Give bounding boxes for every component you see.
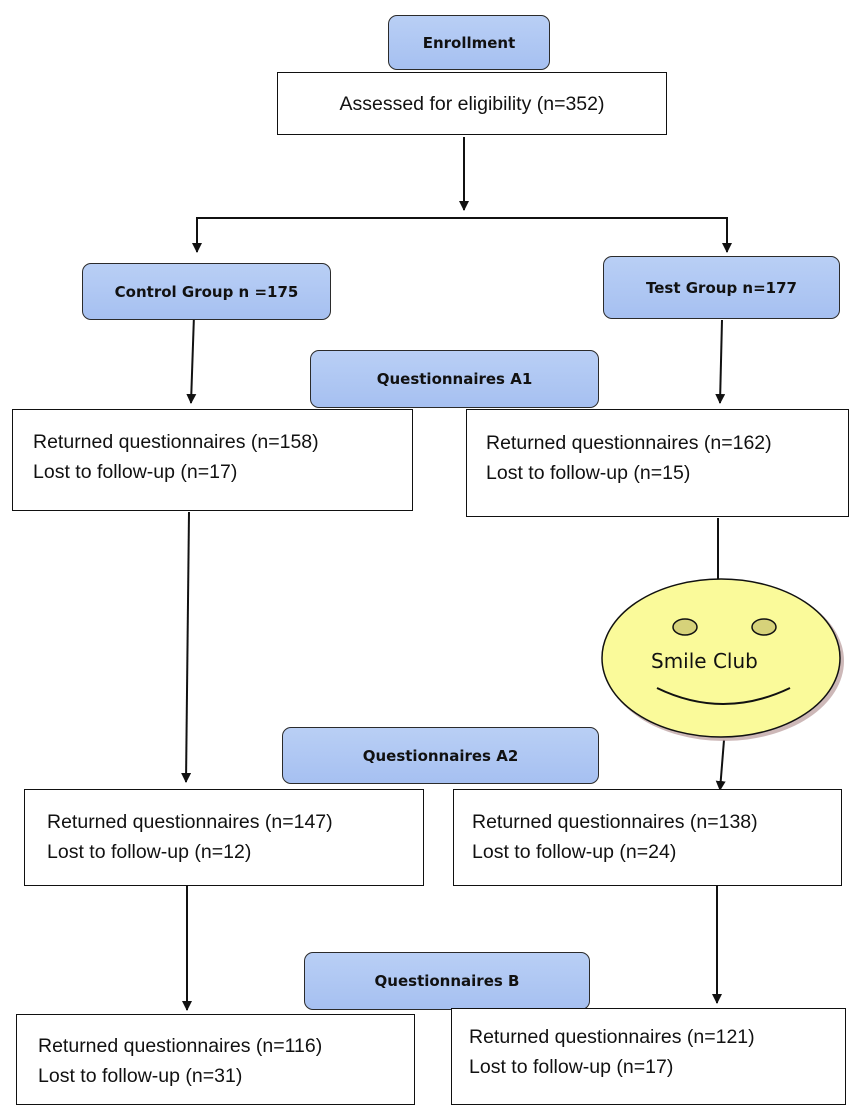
- arrow-test-a1: [715, 319, 726, 404]
- arrow-control-a2: [181, 511, 192, 783]
- left-eye-icon: [672, 618, 698, 636]
- control-b-returned: Returned questionnaires (n=116): [38, 1035, 323, 1057]
- questionnaires-a1-text: Questionnaires A1: [376, 370, 533, 388]
- test-b-lost: Lost to follow-up (n=17): [469, 1056, 674, 1078]
- test-a2-box: Returned questionnaires (n=138) Lost to …: [453, 789, 842, 886]
- test-group-text: Test Group n=177: [646, 278, 797, 297]
- smile-face-circle: [601, 578, 841, 738]
- arrow-smile-a2: [715, 739, 726, 791]
- questionnaires-b-text: Questionnaires B: [374, 972, 520, 990]
- control-b-lost: Lost to follow-up (n=31): [38, 1065, 243, 1087]
- assessed-eligibility-text: Assessed for eligibility (n=352): [339, 92, 605, 115]
- control-group-text: Control Group n =175: [114, 282, 299, 301]
- test-a2-lost: Lost to follow-up (n=24): [472, 841, 677, 863]
- branch-line: [196, 217, 732, 253]
- control-a2-lost: Lost to follow-up (n=12): [47, 841, 252, 863]
- control-a1-returned: Returned questionnaires (n=158): [33, 431, 319, 453]
- questionnaires-b-label: Questionnaires B: [304, 952, 590, 1010]
- right-eye-icon: [751, 618, 777, 636]
- test-a2-returned: Returned questionnaires (n=138): [472, 811, 758, 833]
- control-b-box: Returned questionnaires (n=116) Lost to …: [16, 1014, 415, 1105]
- control-a2-box: Returned questionnaires (n=147) Lost to …: [24, 789, 424, 886]
- smile-mouth-icon: [656, 687, 791, 705]
- test-a1-lost: Lost to follow-up (n=15): [486, 462, 691, 484]
- smile-club-label: Smile Club: [651, 649, 758, 673]
- assessed-eligibility-box: Assessed for eligibility (n=352): [277, 72, 667, 135]
- test-b-returned: Returned questionnaires (n=121): [469, 1026, 755, 1048]
- enrollment-text: Enrollment: [422, 33, 516, 52]
- test-group-label: Test Group n=177: [603, 256, 840, 319]
- test-a1-returned: Returned questionnaires (n=162): [486, 432, 772, 454]
- enrollment-label: Enrollment: [388, 15, 550, 70]
- arrow-control-a1: [186, 314, 197, 404]
- questionnaires-a2-label: Questionnaires A2: [282, 727, 599, 784]
- questionnaires-a1-label: Questionnaires A1: [310, 350, 599, 408]
- smile-club-face: [601, 578, 844, 741]
- questionnaires-a2-text: Questionnaires A2: [362, 746, 519, 765]
- control-group-label: Control Group n =175: [82, 263, 331, 320]
- control-a2-returned: Returned questionnaires (n=147): [47, 811, 333, 833]
- test-a1-box: Returned questionnaires (n=162) Lost to …: [466, 409, 849, 517]
- control-a1-box: Returned questionnaires (n=158) Lost to …: [12, 409, 413, 511]
- control-a1-lost: Lost to follow-up (n=17): [33, 461, 238, 483]
- test-b-box: Returned questionnaires (n=121) Lost to …: [451, 1008, 846, 1105]
